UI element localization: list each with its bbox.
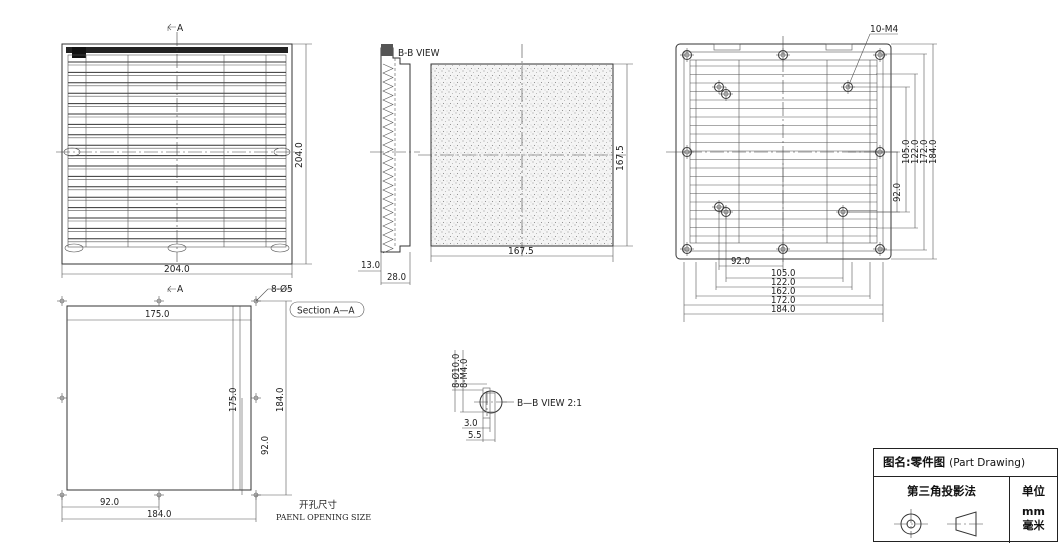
back-view-inner-frame xyxy=(683,51,884,252)
back-view: 10-M4 92.0 105.0 122.0 162.0 172.0 184.0… xyxy=(666,24,939,322)
front-view-foot xyxy=(64,243,84,253)
side-view-corner-block xyxy=(381,44,393,56)
holes-label: 8-Ø5 xyxy=(271,283,293,295)
title-block-row: 第三角投影法 单位 mm 毫米 xyxy=(874,477,1057,543)
hdim-162: 162.0 xyxy=(771,286,795,297)
detail-dim-3: 3.0 xyxy=(464,418,478,429)
cutout-bottom-total-dimension: 184.0 xyxy=(147,509,171,520)
cutout-inner-height-dimension: 175.0 xyxy=(228,388,239,412)
mounting-hole xyxy=(251,393,261,403)
filter-height-dimension: 167.5 xyxy=(615,145,626,171)
vdim-105: 105.0 xyxy=(901,140,912,164)
screw-hole xyxy=(680,242,694,256)
section-label-frame xyxy=(289,301,365,318)
hdim-184: 184.0 xyxy=(771,304,795,315)
screw-hole xyxy=(776,48,790,62)
projection-cell: 第三角投影法 xyxy=(874,477,1010,543)
screw-label: 10-M4 xyxy=(870,24,898,35)
filter-width-dimension: 167.5 xyxy=(508,246,534,257)
front-view: 204.0 204.0 A A xyxy=(56,23,312,295)
hdim-122: 122.0 xyxy=(771,277,795,288)
opening-caption-cn: 开孔尺寸 xyxy=(299,499,338,511)
front-view-corner-block xyxy=(72,47,86,58)
cutout-bottom-small-dimension: 92.0 xyxy=(100,497,119,508)
mounting-hole xyxy=(154,296,164,306)
back-view-tab xyxy=(713,43,741,51)
detail-hole-dimension: 8-Ø10.0 xyxy=(451,354,462,388)
screw-hole xyxy=(873,242,887,256)
dim-13: 13.0 xyxy=(361,260,380,271)
section-mark-bottom: A xyxy=(177,284,184,295)
mounting-hole xyxy=(57,393,67,403)
title-en: (Part Drawing) xyxy=(949,457,1026,469)
unit-cn: 毫米 xyxy=(1022,519,1045,532)
side-view: B-B VIEW 13.0 28.0 xyxy=(358,44,440,285)
section-label: Section A—A xyxy=(297,306,355,317)
dim-28: 28.0 xyxy=(387,272,406,283)
title-cn: 图名:零件图 xyxy=(883,455,946,469)
back-view-tab xyxy=(825,43,853,51)
title-block-title: 图名:零件图 (Part Drawing) xyxy=(874,449,1057,477)
vdim-122: 122.0 xyxy=(910,140,921,164)
screw-hole xyxy=(680,145,694,159)
cutout-outer-height-dimension: 184.0 xyxy=(275,388,286,412)
hdim-172: 172.0 xyxy=(771,295,795,306)
section-arrow-icon xyxy=(167,23,176,31)
detail-thread-dimension: 8-M4.0 xyxy=(459,359,470,388)
projection-label: 第三角投影法 xyxy=(907,484,976,498)
hdim-92: 92.0 xyxy=(731,256,750,267)
back-view-grid-border xyxy=(689,59,878,244)
detail-boss xyxy=(482,387,491,419)
side-view-louver-profile xyxy=(382,63,394,254)
detail-thread xyxy=(485,392,496,413)
front-view-foot xyxy=(270,243,290,253)
screw-hole xyxy=(712,80,726,94)
unit-value: mm xyxy=(1022,505,1045,518)
mounting-hole xyxy=(57,296,67,306)
detail-label: B—B VIEW 2:1 xyxy=(517,398,582,409)
holes-leader-line xyxy=(255,288,269,302)
cutout-top-dimension: 175.0 xyxy=(145,309,169,320)
section-arrow-icon xyxy=(167,285,176,293)
unit-cell: 单位 mm 毫米 xyxy=(1010,477,1057,543)
front-view-clip xyxy=(273,147,291,157)
third-angle-projection-icon xyxy=(894,509,986,538)
section-mark-top: A xyxy=(177,23,184,34)
cutout-opening xyxy=(66,305,252,491)
side-view-label: B-B VIEW xyxy=(398,48,440,59)
side-view-outline xyxy=(380,47,411,253)
filter-view: 167.5 167.5 xyxy=(418,44,633,262)
front-height-dimension: 204.0 xyxy=(294,142,305,168)
opening-caption-en: PAENL OPENING SIZE xyxy=(276,513,371,522)
cutout-lower-height-dimension: 92.0 xyxy=(260,436,271,455)
hdim-105: 105.0 xyxy=(771,268,795,279)
cutout-view: 175.0 8-Ø5 Section A—A 175.0 92.0 184.0 … xyxy=(57,283,371,522)
front-view-clip xyxy=(63,147,81,157)
detail-view: B—B VIEW 2:1 8-Ø10.0 8-M4.0 3.0 5.5 xyxy=(451,350,582,442)
screw-hole xyxy=(719,87,733,101)
vdim-92: 92.0 xyxy=(892,183,903,202)
unit-label: 单位 xyxy=(1022,484,1045,498)
screw-hole xyxy=(680,48,694,62)
back-view-outer-frame xyxy=(675,43,892,260)
vdim-184: 184.0 xyxy=(928,140,939,164)
screw-leader-line xyxy=(847,33,871,88)
screw-hole xyxy=(873,48,887,62)
detail-dim-55: 5.5 xyxy=(468,430,482,441)
front-width-dimension: 204.0 xyxy=(164,264,190,275)
title-block: 图名:零件图 (Part Drawing) 第三角投影法 单位 mm 毫米 xyxy=(873,448,1058,543)
vdim-172: 172.0 xyxy=(919,140,930,164)
front-view-foot xyxy=(167,243,187,253)
